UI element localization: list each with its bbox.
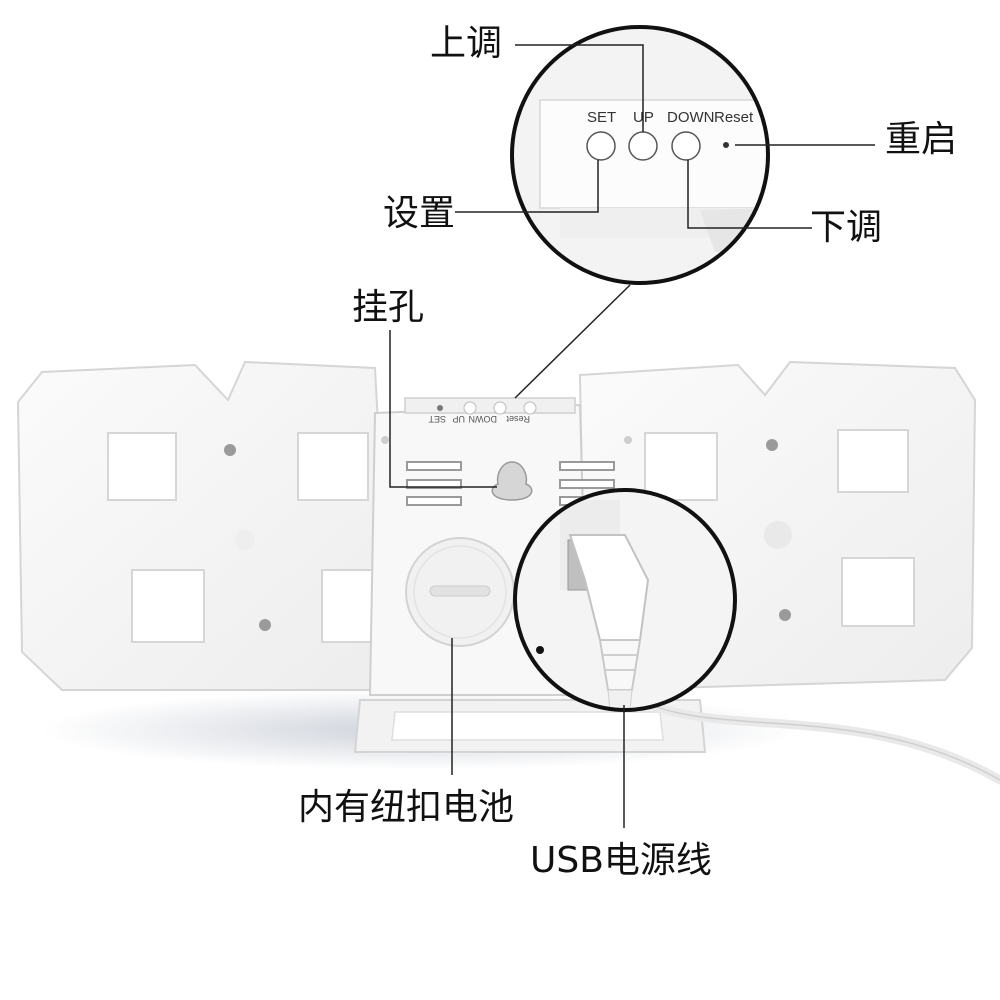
down-button-label: DOWN xyxy=(667,109,715,126)
screw-icon xyxy=(224,444,236,456)
down-button-icon xyxy=(671,131,701,161)
screw-icon xyxy=(779,609,791,621)
callout-lines xyxy=(389,44,875,828)
callout-up-label: 上调 xyxy=(430,23,503,64)
flipped-up-label: UP xyxy=(452,414,465,424)
vent-left xyxy=(406,461,462,506)
flipped-down-label: DOWN xyxy=(469,414,498,424)
flipped-reset-label: Reset xyxy=(506,414,530,424)
callout-line-down xyxy=(687,160,812,229)
left-digit-frame xyxy=(16,360,394,691)
up-button-icon xyxy=(628,131,658,161)
clock-stand xyxy=(353,699,707,753)
button-down-small xyxy=(523,401,537,415)
callout-set-label: 设置 xyxy=(383,193,456,234)
hanging-hole-icon xyxy=(491,461,533,501)
callout-line-set xyxy=(455,160,599,213)
screw-icon xyxy=(766,439,778,451)
screw-icon xyxy=(259,619,271,631)
set-button-label: SET xyxy=(587,109,616,126)
flipped-set-label: SET xyxy=(428,414,446,424)
reset-button-label: Reset xyxy=(714,109,754,126)
callout-reset-label: 重启 xyxy=(885,119,958,160)
callout-battery-label: 内有纽扣电池 xyxy=(298,787,515,828)
callout-line-hanging-hole xyxy=(389,330,497,488)
usb-zoom-lens xyxy=(513,488,737,712)
button-up-small xyxy=(493,401,507,415)
callout-down-label: 下调 xyxy=(810,207,883,248)
callout-line-zoom xyxy=(514,284,631,399)
set-button-icon xyxy=(586,131,616,161)
callout-hanging-hole-label: 挂孔 xyxy=(352,287,425,328)
button-set-small xyxy=(463,401,477,415)
callout-line-up xyxy=(515,44,644,132)
buttons-zoom-lens: SET UP DOWN Reset xyxy=(510,25,770,285)
callout-usb-label: USB电源线 xyxy=(530,840,712,881)
reset-hole-icon xyxy=(723,142,729,148)
